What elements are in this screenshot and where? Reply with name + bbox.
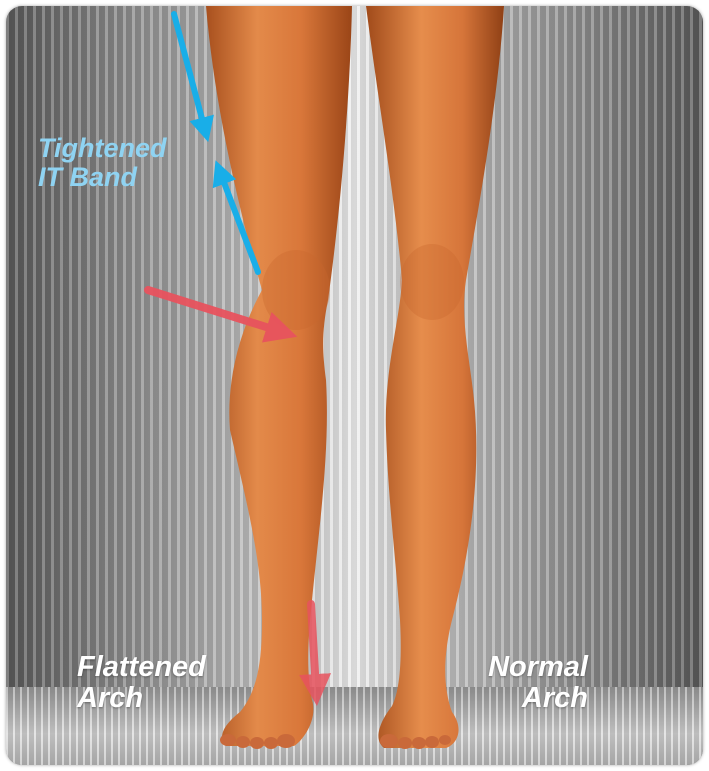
right-leg [366,6,504,748]
left-leg [206,6,352,746]
arch-down-arrow [311,604,316,690]
right-knee [400,244,464,320]
left-knee [262,250,330,330]
normal-arch-label: Normal Arch [478,652,588,715]
it-band-label: Tightened IT Band [38,134,167,192]
flattened-arch-label: Flattened Arch [77,652,206,715]
it-band-arrow-down [174,14,205,130]
